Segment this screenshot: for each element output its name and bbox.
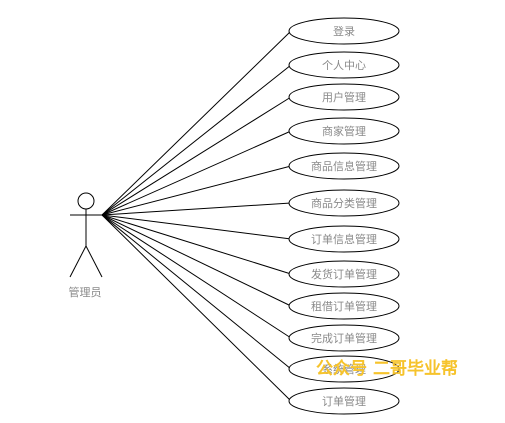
use-case-label: 登录: [333, 24, 355, 38]
use-case-label: 商品信息管理: [311, 159, 377, 173]
use-case-label: 用户管理: [322, 90, 366, 104]
use-case-ellipse: [288, 189, 400, 217]
watermark-text: 公众号 二哥毕业帮: [316, 358, 458, 379]
association-line: [101, 96, 292, 216]
use-case-shipping-order-management: 发货订单管理: [288, 260, 400, 288]
use-case-ellipse: [288, 83, 400, 111]
use-case-completed-order-management: 完成订单管理: [288, 324, 400, 352]
association-line: [101, 214, 292, 339]
use-case-ellipse: [288, 324, 400, 352]
use-case-label: 商品分类管理: [311, 196, 377, 210]
use-case-label: 完成订单管理: [311, 331, 377, 345]
use-case-label: 订单管理: [322, 394, 366, 408]
use-case-merchant-management: 商家管理: [288, 117, 400, 145]
actor-label: 管理员: [69, 285, 102, 299]
use-case-list: 登录 个人中心 用户管理 商家管理 商品信息管理 商品分类管理 订单信息管理: [288, 17, 400, 415]
use-case-system-management: 系统管理: [288, 355, 400, 383]
use-case-ellipse: [288, 17, 400, 45]
association-line: [101, 64, 292, 216]
use-case-product-category-management: 商品分类管理: [288, 189, 400, 217]
association-line: [101, 214, 292, 240]
use-case-label: 租借订单管理: [311, 299, 377, 313]
use-case-ellipse: [288, 355, 400, 383]
use-case-label: 商家管理: [322, 124, 366, 138]
use-case-ellipse: [288, 225, 400, 253]
use-case-ellipse: [288, 152, 400, 180]
use-case-rental-order-management: 租借订单管理: [288, 292, 400, 320]
use-case-label: 订单信息管理: [311, 232, 377, 246]
actor-head: [77, 192, 95, 210]
association-line: [101, 214, 292, 402]
association-line: [101, 214, 292, 275]
use-case-order-management: 订单管理: [288, 387, 400, 415]
use-case-product-info-management: 商品信息管理: [288, 152, 400, 180]
use-case-label: 发货订单管理: [311, 267, 377, 281]
use-case-label: 系统管理: [322, 362, 366, 376]
use-case-ellipse: [288, 260, 400, 288]
use-case-user-management: 用户管理: [288, 83, 400, 111]
use-case-ellipse: [288, 387, 400, 415]
actor-left-leg: [69, 245, 87, 278]
use-case-label: 个人中心: [322, 59, 366, 72]
use-case-ellipse: [288, 51, 400, 79]
association-line: [101, 202, 292, 216]
association-lines: [101, 30, 292, 402]
use-case-order-info-management: 订单信息管理: [288, 225, 400, 253]
use-case-ellipse: [288, 292, 400, 320]
association-line: [101, 214, 292, 307]
actor-right-leg: [85, 245, 103, 278]
association-line: [101, 30, 292, 216]
actor-admin: 管理员: [69, 192, 103, 299]
association-line: [101, 130, 292, 216]
use-case-personal-center: 个人中心: [288, 51, 400, 79]
association-line: [101, 165, 292, 216]
use-case-login: 登录: [288, 17, 400, 45]
association-line: [101, 214, 292, 370]
use-case-ellipse: [288, 117, 400, 145]
